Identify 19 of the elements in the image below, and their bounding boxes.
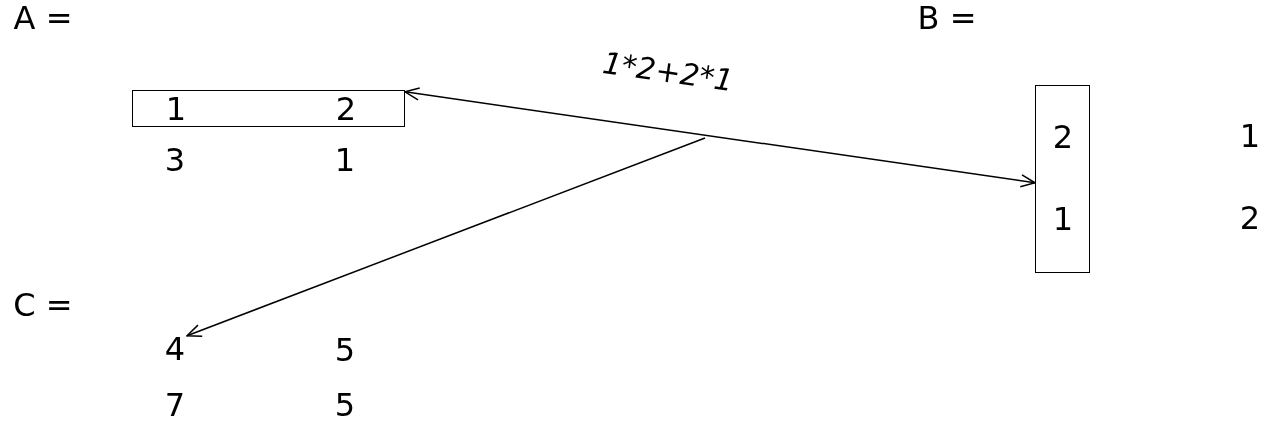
matrix-entry: 2: [335, 91, 357, 127]
matrix-name: A =: [13, 0, 73, 36]
matrix-entry: 2: [1052, 119, 1074, 155]
matrix-entry: 5: [334, 387, 356, 423]
matrix-entry: 1: [165, 91, 187, 127]
matrix-entry: 3: [164, 142, 186, 178]
matrix-entry: 1: [1052, 201, 1074, 237]
matrix-name: C =: [13, 287, 73, 323]
matrix-entry: 7: [164, 387, 186, 423]
matrix-entry: 5: [334, 332, 356, 368]
arrow: [404, 87, 1036, 188]
matrix-entry: 2: [1239, 200, 1261, 236]
matrix-entry: 1: [1239, 118, 1261, 154]
matrix-name: B =: [917, 0, 977, 36]
arrow: [186, 137, 706, 338]
matrix-entry: 1: [334, 142, 356, 178]
highlight-box: [132, 90, 405, 127]
highlight-box: [1035, 85, 1090, 273]
matrix-entry: 4: [163, 330, 187, 368]
